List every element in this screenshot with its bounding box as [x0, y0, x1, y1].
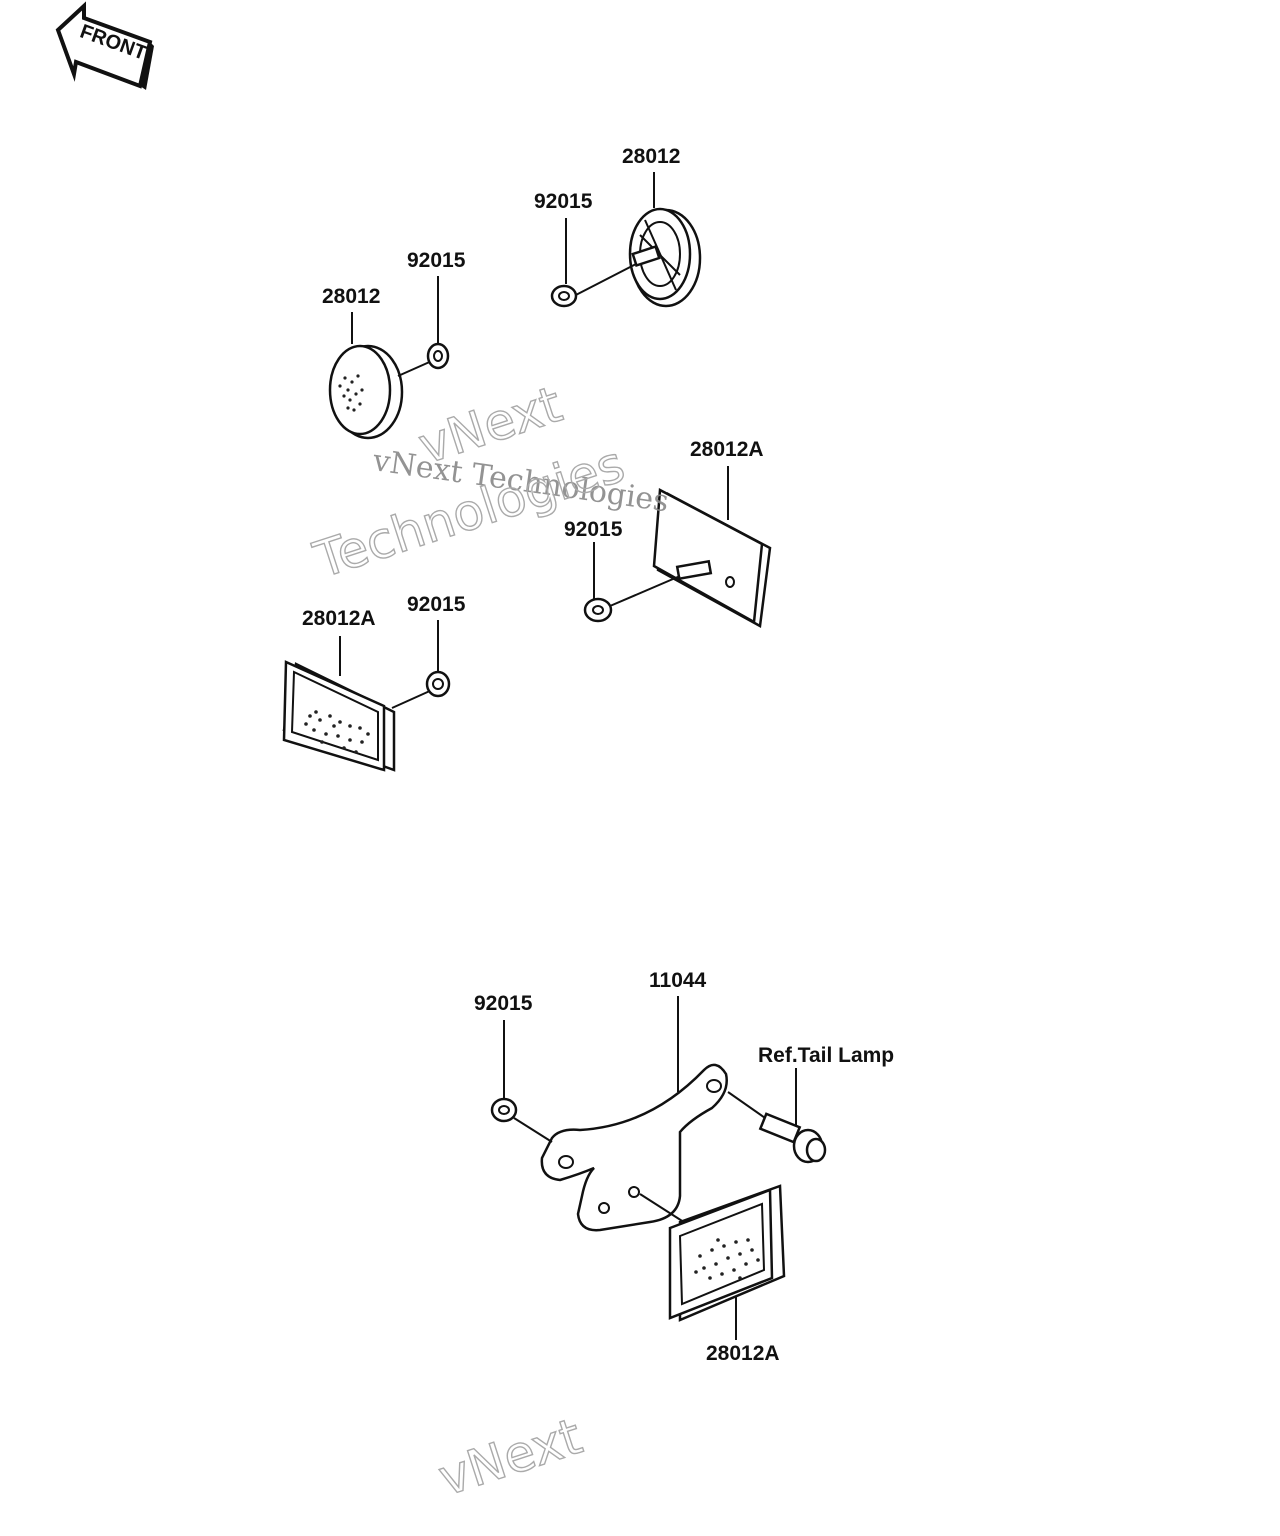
nut-top-left [426, 276, 450, 370]
reflector-rect-left [282, 636, 433, 772]
nut-top-right [550, 218, 637, 308]
reflector-rect-right [652, 466, 772, 628]
nut-mid-left [425, 620, 451, 698]
label-92015-top-left: 92015 [407, 249, 466, 272]
reflector-round-right [628, 172, 702, 308]
tail-lamp-bolt [727, 1068, 827, 1164]
label-28012A-bottom: 28012A [706, 1342, 780, 1365]
reflector-round-left [328, 312, 435, 440]
label-11044: 11044 [649, 969, 707, 992]
bracket-11044 [540, 996, 728, 1232]
label-28012-top-left: 28012 [322, 285, 380, 308]
watermark-bottom: vNext [432, 1407, 589, 1507]
label-ref-tail-lamp: Ref.Tail Lamp [758, 1044, 894, 1067]
watermark: vNext Technologies vNext Technologies vN… [306, 374, 671, 1508]
label-92015-mid-left: 92015 [407, 593, 466, 616]
nut-bracket [490, 1020, 553, 1143]
label-28012A-mid-right: 28012A [690, 438, 764, 461]
label-28012A-mid-left: 28012A [302, 607, 376, 630]
front-arrow-icon: FRONT [55, 1, 154, 90]
label-28012-top-right: 28012 [622, 145, 680, 168]
reflector-rect-bottom [639, 1184, 786, 1340]
nut-mid-right [583, 542, 681, 623]
label-92015-bracket: 92015 [474, 992, 533, 1015]
label-92015-top-right: 92015 [534, 190, 593, 213]
label-92015-mid-right: 92015 [564, 518, 623, 541]
